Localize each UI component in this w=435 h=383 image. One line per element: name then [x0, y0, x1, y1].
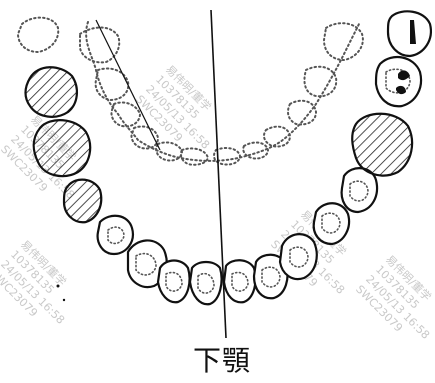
tooth-left-premolar-2	[98, 216, 133, 254]
tooth-left-molar-1	[26, 67, 77, 117]
tooth-left-premolar-1	[64, 180, 101, 223]
tooth-right-molar-1	[352, 114, 412, 176]
diagram-caption: 下顎	[193, 343, 273, 379]
tooth-right-canine	[280, 234, 317, 279]
tooth-right-molar-2	[376, 57, 421, 106]
lower-arch-teeth	[26, 11, 431, 304]
tooth-left-molar-2	[34, 120, 90, 176]
tooth-incisor-3	[224, 260, 256, 302]
tooth-right-premolar-2	[342, 168, 377, 212]
tooth-incisor-2	[190, 262, 222, 304]
tooth-right-premolar-1	[314, 203, 349, 244]
tooth-right-molar-3	[388, 11, 431, 56]
tooth-incisor-1	[158, 261, 190, 303]
